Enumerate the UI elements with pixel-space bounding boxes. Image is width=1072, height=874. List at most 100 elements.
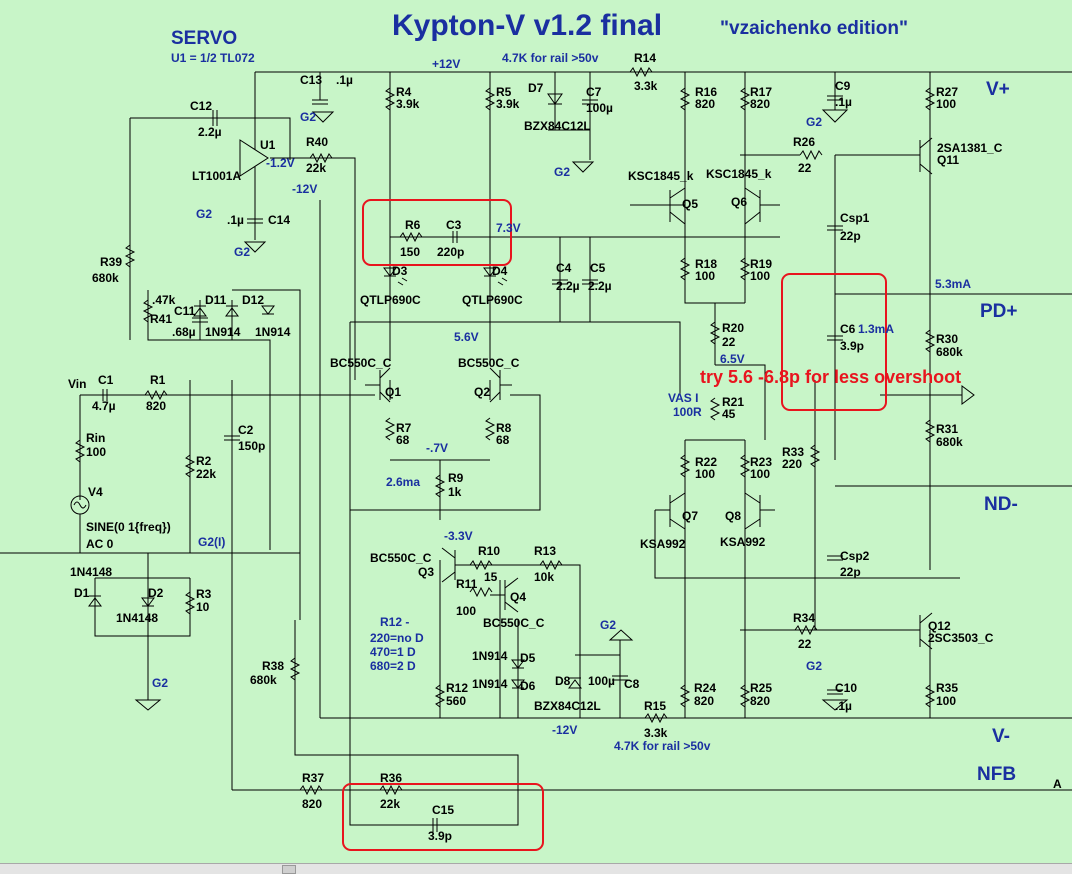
label-r26[interactable]: R26 [793, 135, 815, 149]
label-r23[interactable]: R23 [750, 455, 772, 469]
label-r38[interactable]: R38 [262, 659, 284, 673]
label-csp1[interactable]: Csp1 [840, 211, 870, 225]
label-q4[interactable]: Q4 [510, 590, 526, 604]
label-d1[interactable]: D1 [74, 586, 90, 600]
label-r39[interactable]: R39 [100, 255, 122, 269]
label-c5[interactable]: C5 [590, 261, 606, 275]
label-c15[interactable]: C15 [432, 803, 454, 817]
label-c1[interactable]: C1 [98, 373, 114, 387]
label-csp2[interactable]: Csp2 [840, 549, 870, 563]
label-r34[interactable]: R34 [793, 611, 815, 625]
label-r35[interactable]: R35 [936, 681, 958, 695]
net-pdplus[interactable]: PD+ [980, 301, 1018, 322]
label-r30[interactable]: R30 [936, 332, 958, 346]
label-r18[interactable]: R18 [695, 257, 717, 271]
label-r2-value: 22k [196, 467, 216, 481]
label-d3[interactable]: D3 [392, 264, 408, 278]
label-r20[interactable]: R20 [722, 321, 744, 335]
label-c11-value: .68µ [172, 325, 196, 339]
label-d11-part: 1N914 [205, 325, 241, 339]
label-vin[interactable]: Vin [68, 377, 86, 391]
label-d11[interactable]: D11 [205, 293, 227, 307]
label-r6[interactable]: R6 [405, 218, 421, 232]
label-q6[interactable]: Q6 [731, 195, 747, 209]
label-v4[interactable]: V4 [88, 485, 103, 499]
label-r5[interactable]: R5 [496, 85, 512, 99]
label-r4[interactable]: R4 [396, 85, 412, 99]
label-d12[interactable]: D12 [242, 293, 264, 307]
label-r10[interactable]: R10 [478, 544, 500, 558]
label-r7[interactable]: R7 [396, 421, 412, 435]
label-c12[interactable]: C12 [190, 99, 212, 113]
label-r11[interactable]: R11 [456, 577, 478, 591]
label-r41[interactable]: R41 [150, 312, 172, 326]
label-q5[interactable]: Q5 [682, 197, 698, 211]
label-c11[interactable]: C11 [174, 304, 196, 318]
label-c4[interactable]: C4 [556, 261, 572, 275]
label-c9[interactable]: C9 [835, 79, 851, 93]
label-r8[interactable]: R8 [496, 421, 512, 435]
label-d5[interactable]: D5 [520, 651, 536, 665]
label-r24[interactable]: R24 [694, 681, 716, 695]
label-r12[interactable]: R12 [446, 681, 468, 695]
label-q1[interactable]: Q1 [385, 385, 401, 399]
page-title: Kypton-V v1.2 final [392, 9, 662, 42]
label-r17[interactable]: R17 [750, 85, 772, 99]
label-r14[interactable]: R14 [634, 51, 656, 65]
label-d4[interactable]: D4 [492, 264, 508, 278]
label-r15[interactable]: R15 [644, 699, 666, 713]
scrollbar-grip-icon[interactable] [282, 865, 296, 874]
label-ksc2: KSC1845_k [706, 167, 772, 181]
label-c10[interactable]: C10 [835, 681, 857, 695]
label-q2[interactable]: Q2 [474, 385, 490, 399]
label-q11[interactable]: Q11 [937, 153, 959, 167]
label-d2[interactable]: D2 [148, 586, 164, 600]
label-r27[interactable]: R27 [936, 85, 958, 99]
label-d7[interactable]: D7 [528, 81, 544, 95]
label-r2[interactable]: R2 [196, 454, 212, 468]
label-rin[interactable]: Rin [86, 431, 105, 445]
label-r31[interactable]: R31 [936, 422, 958, 436]
label-r22[interactable]: R22 [695, 455, 717, 469]
net-vminus[interactable]: V- [992, 726, 1010, 747]
label-q8[interactable]: Q8 [725, 509, 741, 523]
label-r37[interactable]: R37 [302, 771, 324, 785]
label-u1[interactable]: U1 [260, 138, 276, 152]
label-r21[interactable]: R21 [722, 395, 744, 409]
label-d8[interactable]: D8 [555, 674, 571, 688]
horizontal-scrollbar[interactable] [0, 863, 1072, 874]
net-vplus[interactable]: V+ [986, 79, 1010, 100]
label-c4-value: 2.2µ [556, 279, 580, 293]
label-r3[interactable]: R3 [196, 587, 212, 601]
net-ndminus[interactable]: ND- [984, 494, 1018, 515]
note-r12-4: 680=2 D [370, 659, 416, 673]
label-c8[interactable]: C8 [624, 677, 640, 691]
label-c7[interactable]: C7 [586, 85, 602, 99]
current-5-3: 5.3mA [935, 277, 971, 291]
label-c13[interactable]: C13 [300, 73, 322, 87]
label-c6[interactable]: C6 [840, 322, 856, 336]
label-qtlp-2: QTLP690C [462, 293, 523, 307]
note-rail-top: 4.7K for rail >50v [502, 51, 599, 65]
label-r19[interactable]: R19 [750, 257, 772, 271]
label-r9[interactable]: R9 [448, 471, 464, 485]
label-r36[interactable]: R36 [380, 771, 402, 785]
label-r25[interactable]: R25 [750, 681, 772, 695]
label-q3[interactable]: Q3 [418, 565, 434, 579]
net-nfb[interactable]: NFB [977, 764, 1016, 785]
label-r33[interactable]: R33 [782, 445, 804, 459]
label-r16[interactable]: R16 [695, 85, 717, 99]
label-r1[interactable]: R1 [150, 373, 166, 387]
label-q7[interactable]: Q7 [682, 509, 698, 523]
label-c3[interactable]: C3 [446, 218, 462, 232]
label-r40[interactable]: R40 [306, 135, 328, 149]
label-r13[interactable]: R13 [534, 544, 556, 558]
label-c5-value: 2.2µ [588, 279, 612, 293]
opamp-u1-symbol[interactable] [239, 139, 269, 177]
label-c2[interactable]: C2 [238, 423, 254, 437]
label-bzx-top: BZX84C12L [524, 119, 591, 133]
label-d6[interactable]: D6 [520, 679, 536, 693]
label-c14[interactable]: C14 [268, 213, 290, 227]
label-q12[interactable]: Q12 [928, 619, 951, 633]
